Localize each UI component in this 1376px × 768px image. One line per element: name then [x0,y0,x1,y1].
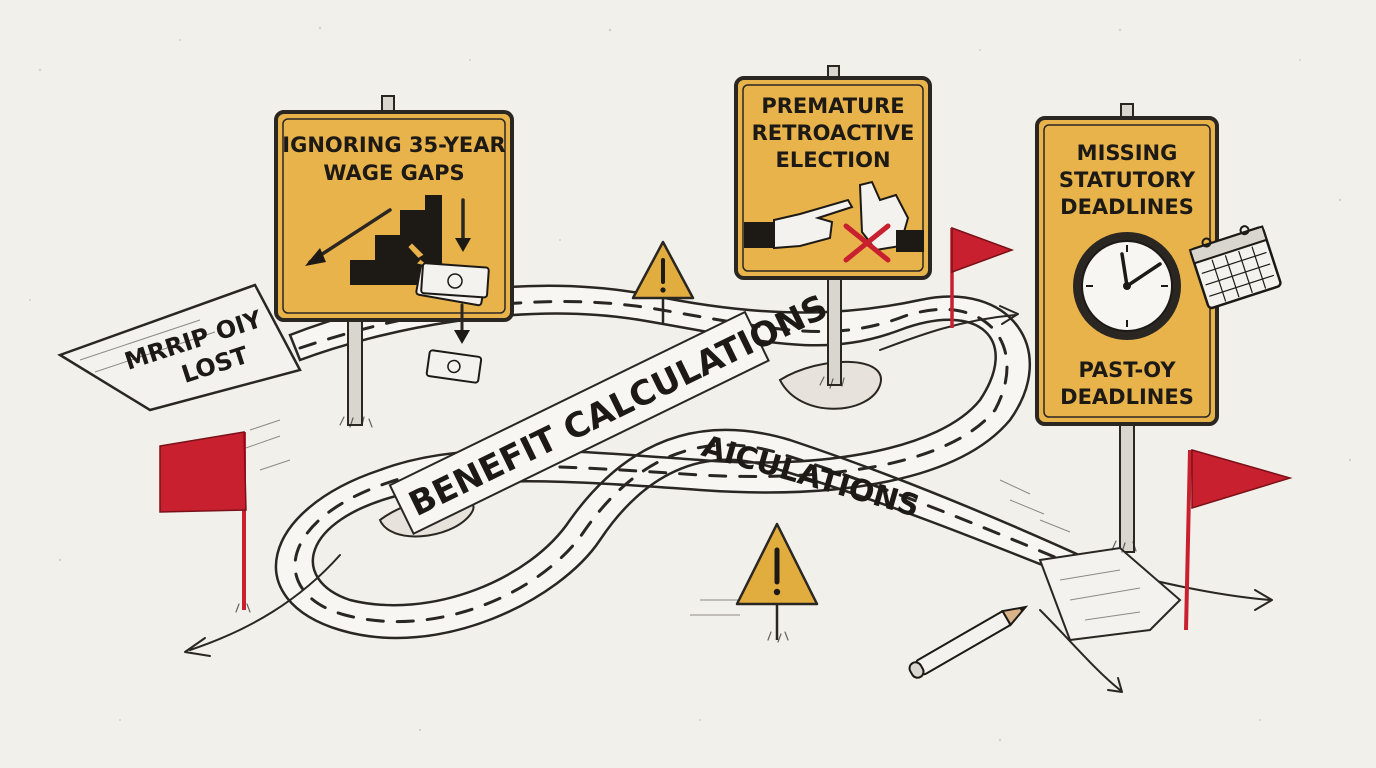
red-x-icon [843,223,891,263]
red-flag-icon-center [950,226,1015,328]
ground-grass [235,376,1137,643]
pointing-hand-icon [744,198,854,250]
sign-retroactive-line3: ELECTION [775,148,890,172]
sign-deadlines-line5: DEADLINES [1060,385,1194,409]
sign-wage-gaps-line2: WAGE GAPS [323,161,464,185]
falling-money-icon [425,349,483,384]
sign-retroactive: PREMATURE RETROACTIVE ELECTION [734,65,932,386]
paper-sign: MRRIP OIY LOST [57,283,302,412]
sign-deadlines-line4: PAST-OY [1078,358,1176,382]
stop-hand-icon [858,180,924,252]
pencil-icon [908,605,1029,679]
torn-paper [1038,546,1182,642]
winding-road [239,284,1092,640]
sign-deadlines-line2: STATUTORY [1059,168,1196,192]
sign-wage-gaps-line1: IGNORING 35-YEAR [282,133,505,157]
sign-deadlines: MISSING STATUTORY DEADLINES [1035,103,1282,553]
money-icon [415,262,490,307]
red-flag-icon-left [159,431,247,610]
warning-icon-top [631,240,695,325]
paper-speckles [29,26,1352,742]
sign-deadlines-line1: MISSING [1077,141,1178,165]
calendar-icon [1188,225,1282,310]
sign-retroactive-line2: RETROACTIVE [752,121,915,145]
sign-retroactive-line1: PREMATURE [761,94,904,118]
staircase-icon [325,195,442,285]
sign-wage-gaps: IGNORING 35-YEAR WAGE GAPS [274,95,514,426]
red-flag-icon-right [1184,449,1293,631]
warning-icon-bottom [735,522,819,640]
sign-deadlines-line3: DEADLINES [1060,195,1194,219]
clock-icon [1073,232,1181,340]
